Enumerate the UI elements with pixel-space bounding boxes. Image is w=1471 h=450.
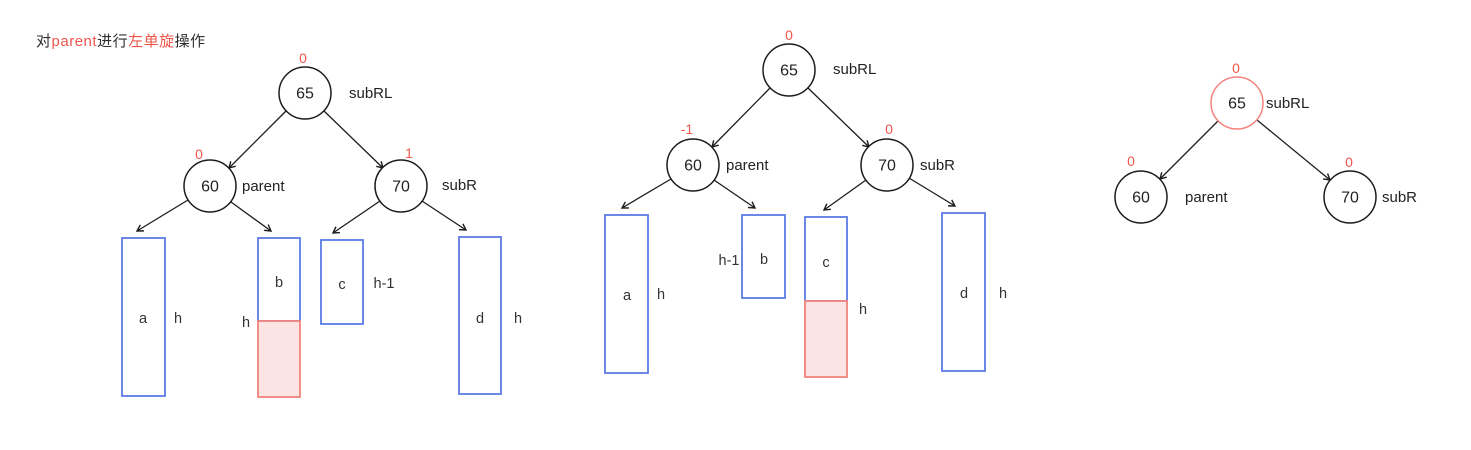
subtree-height: h-1 bbox=[374, 276, 395, 292]
subtree-box-d bbox=[941, 212, 986, 372]
node-label-subRL: subRL bbox=[1266, 95, 1309, 112]
subtree-label: b bbox=[275, 275, 283, 291]
subtree-label: d bbox=[960, 286, 968, 302]
edge-root-left bbox=[228, 110, 287, 169]
node-circle-subR bbox=[1323, 170, 1377, 224]
page-title: 对parent进行左单旋操作 bbox=[36, 30, 206, 51]
edge-root-right bbox=[323, 110, 384, 169]
subtree-label: d bbox=[476, 311, 484, 327]
title-highlight-rotation: 左单旋 bbox=[128, 33, 175, 50]
title-text: 进行 bbox=[97, 33, 129, 50]
tree-state-2: 65 0 subRL 60 -1 parent 70 0 subR a h b … bbox=[604, 27, 1007, 378]
subtree-label: a bbox=[623, 288, 632, 304]
node-label-parent: parent bbox=[242, 178, 285, 195]
title-highlight-parent: parent bbox=[51, 33, 98, 50]
node-circle-parent bbox=[1114, 170, 1168, 224]
subtree-label: a bbox=[139, 311, 148, 327]
subtree-height: h bbox=[174, 311, 182, 327]
node-value: 70 bbox=[392, 179, 410, 196]
node-circle-subRL-highlighted bbox=[1210, 76, 1264, 130]
subtree-box-d bbox=[458, 236, 502, 395]
node-circle-parent bbox=[183, 159, 237, 213]
balance-factor: -1 bbox=[681, 121, 694, 137]
subtree-height: h bbox=[859, 302, 867, 318]
balance-factor: 0 bbox=[885, 121, 893, 137]
title-text: 对 bbox=[36, 33, 52, 50]
node-value: 65 bbox=[1228, 96, 1246, 113]
balance-factor: 1 bbox=[405, 145, 413, 161]
subtree-height: h bbox=[514, 311, 522, 327]
subtree-box-c bbox=[320, 239, 364, 325]
node-label-subR: subR bbox=[1382, 189, 1417, 206]
subtree-box-a bbox=[604, 214, 649, 374]
edge-right-to-d bbox=[421, 200, 468, 231]
edge-root-left bbox=[1159, 120, 1219, 180]
edge-root-left bbox=[711, 87, 771, 148]
node-circle-subRL bbox=[278, 66, 332, 120]
node-value: 70 bbox=[878, 158, 896, 175]
balance-factor: 0 bbox=[299, 50, 307, 66]
edge-left-to-b bbox=[230, 201, 273, 232]
subtree-label: c bbox=[338, 277, 345, 293]
node-circle-subR bbox=[860, 138, 914, 192]
subtree-label: c bbox=[822, 255, 829, 271]
title-text: 操作 bbox=[174, 33, 206, 50]
subtree-height: h bbox=[657, 287, 665, 303]
node-value: 60 bbox=[201, 179, 219, 196]
balance-factor: 0 bbox=[195, 146, 203, 162]
edge-left-to-b bbox=[713, 179, 757, 209]
edge-right-to-d bbox=[908, 177, 957, 207]
subtree-box-c-growth bbox=[804, 300, 848, 378]
node-circle-subR bbox=[374, 159, 428, 213]
node-label-parent: parent bbox=[726, 157, 769, 174]
subtree-box-b bbox=[741, 214, 786, 299]
subtree-height: h bbox=[999, 286, 1007, 302]
subtree-label: b bbox=[760, 252, 768, 268]
node-circle-parent bbox=[666, 138, 720, 192]
node-value: 65 bbox=[780, 63, 798, 80]
node-label-subRL: subRL bbox=[349, 85, 392, 102]
balance-factor: 0 bbox=[1232, 60, 1240, 76]
edge-right-to-c bbox=[822, 179, 867, 211]
node-circle-subRL bbox=[762, 43, 816, 97]
balance-factor: 0 bbox=[1127, 153, 1135, 169]
node-label-subR: subR bbox=[920, 157, 955, 174]
edge-left-to-a bbox=[620, 178, 672, 209]
balance-factor: 0 bbox=[1345, 154, 1353, 170]
edge-root-right bbox=[807, 87, 870, 148]
node-value: 60 bbox=[684, 158, 702, 175]
node-value: 65 bbox=[296, 86, 314, 103]
node-value: 60 bbox=[1132, 190, 1150, 207]
node-label-subRL: subRL bbox=[833, 61, 876, 78]
subtree-height: h-1 bbox=[719, 253, 740, 269]
edge-right-to-c bbox=[331, 200, 381, 234]
node-label-parent: parent bbox=[1185, 189, 1228, 206]
subtree-height: h bbox=[242, 315, 250, 331]
subtree-box-a bbox=[121, 237, 166, 397]
tree-state-1: 65 0 subRL 60 0 parent 70 1 subR a h b h… bbox=[121, 50, 522, 398]
tree-after-rotation: 65 0 subRL 60 0 parent 70 0 subR bbox=[1114, 60, 1417, 224]
edge-root-right bbox=[1256, 119, 1332, 181]
subtree-box-b-growth bbox=[257, 320, 301, 398]
balance-factor: 0 bbox=[785, 27, 793, 43]
edge-left-to-a bbox=[135, 199, 189, 232]
node-label-subR: subR bbox=[442, 177, 477, 194]
node-value: 70 bbox=[1341, 190, 1359, 207]
